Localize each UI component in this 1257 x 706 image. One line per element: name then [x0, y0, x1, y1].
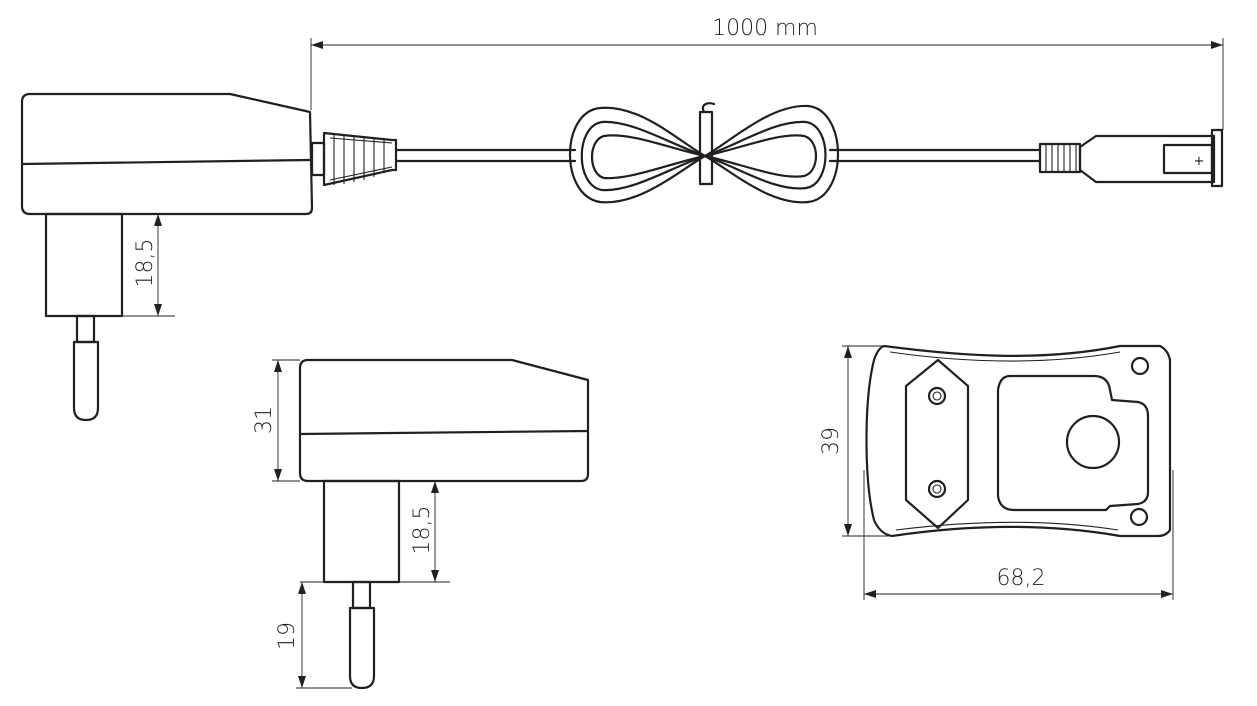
adapter-front-view — [298, 358, 590, 690]
side-plug-label: 18,5 — [133, 239, 158, 288]
front-plug-label: 18,5 — [410, 506, 435, 555]
polarity-symbol: + — [1194, 154, 1205, 169]
front-height-label: 31 — [252, 406, 277, 434]
back-width-dimension: 68,2 — [863, 470, 1174, 600]
cable — [394, 148, 1042, 163]
front-plug-dimension: 18,5 — [300, 480, 450, 583]
side-plug-dimension: 18,5 — [123, 213, 175, 317]
front-pin-label: 19 — [275, 622, 300, 650]
cable-length-label: 1000 mm — [712, 16, 818, 41]
strain-relief — [310, 131, 398, 187]
front-height-dimension: 31 — [252, 359, 300, 482]
adapter-side-view — [20, 92, 314, 422]
adapter-back-view — [865, 344, 1172, 538]
back-height-dimension: 39 — [819, 345, 892, 537]
back-height-label: 39 — [819, 427, 844, 455]
coiled-cable — [569, 102, 839, 204]
front-pin-dimension: 19 — [275, 582, 352, 689]
back-width-label: 68,2 — [997, 566, 1046, 591]
dc-connector: + — [1038, 128, 1224, 188]
cable-length-dimension: 1000 mm — [310, 16, 1224, 130]
